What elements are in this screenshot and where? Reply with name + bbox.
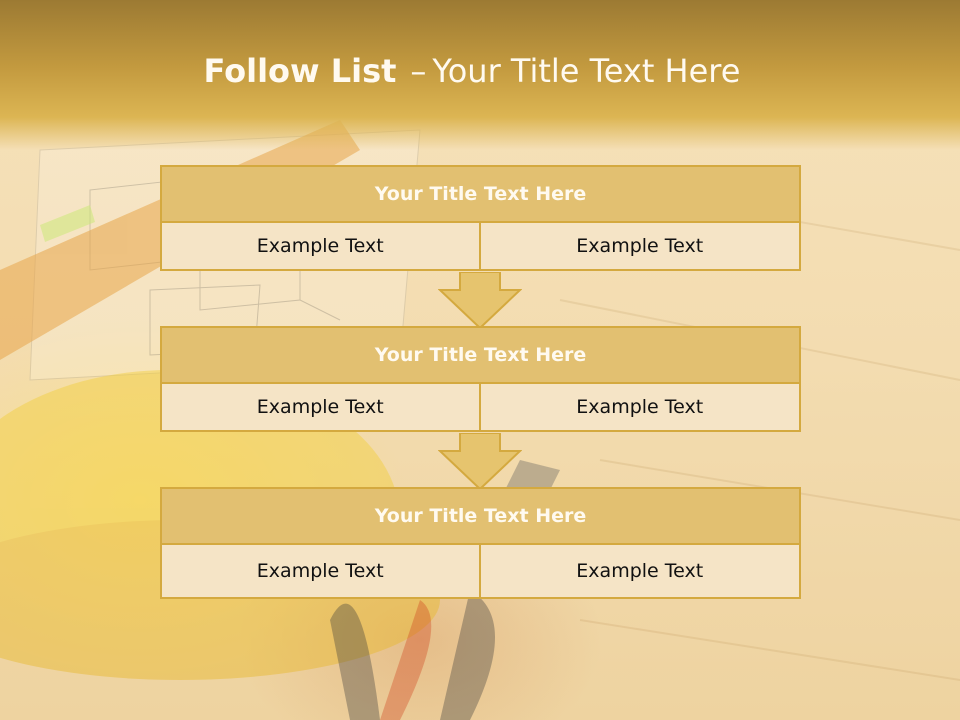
- example-cell-right: Example Text: [478, 382, 801, 432]
- down-arrow-icon: [438, 433, 522, 491]
- list-block-3: Your Title Text Here Example Text Exampl…: [160, 487, 801, 599]
- example-cell-left: Example Text: [160, 543, 481, 599]
- list-block-2: Your Title Text Here Example Text Exampl…: [160, 326, 801, 432]
- title-bar: [0, 0, 960, 150]
- example-cell-right: Example Text: [478, 543, 801, 599]
- slide-title-rest: Your Title Text Here: [432, 52, 741, 90]
- example-cell-right: Example Text: [478, 221, 801, 271]
- block-row: Example Text Example Text: [160, 221, 801, 271]
- slide-title-bold: Follow List: [203, 52, 397, 90]
- block-row: Example Text Example Text: [160, 382, 801, 432]
- block-title: Your Title Text Here: [160, 487, 801, 545]
- down-arrow-icon: [438, 272, 522, 330]
- block-row: Example Text Example Text: [160, 543, 801, 599]
- list-block-1: Your Title Text Here Example Text Exampl…: [160, 165, 801, 271]
- slide-title: Follow List–Your Title Text Here: [0, 52, 944, 90]
- block-title: Your Title Text Here: [160, 165, 801, 223]
- example-cell-left: Example Text: [160, 382, 481, 432]
- example-cell-left: Example Text: [160, 221, 481, 271]
- block-title: Your Title Text Here: [160, 326, 801, 384]
- title-separator: –: [410, 52, 427, 90]
